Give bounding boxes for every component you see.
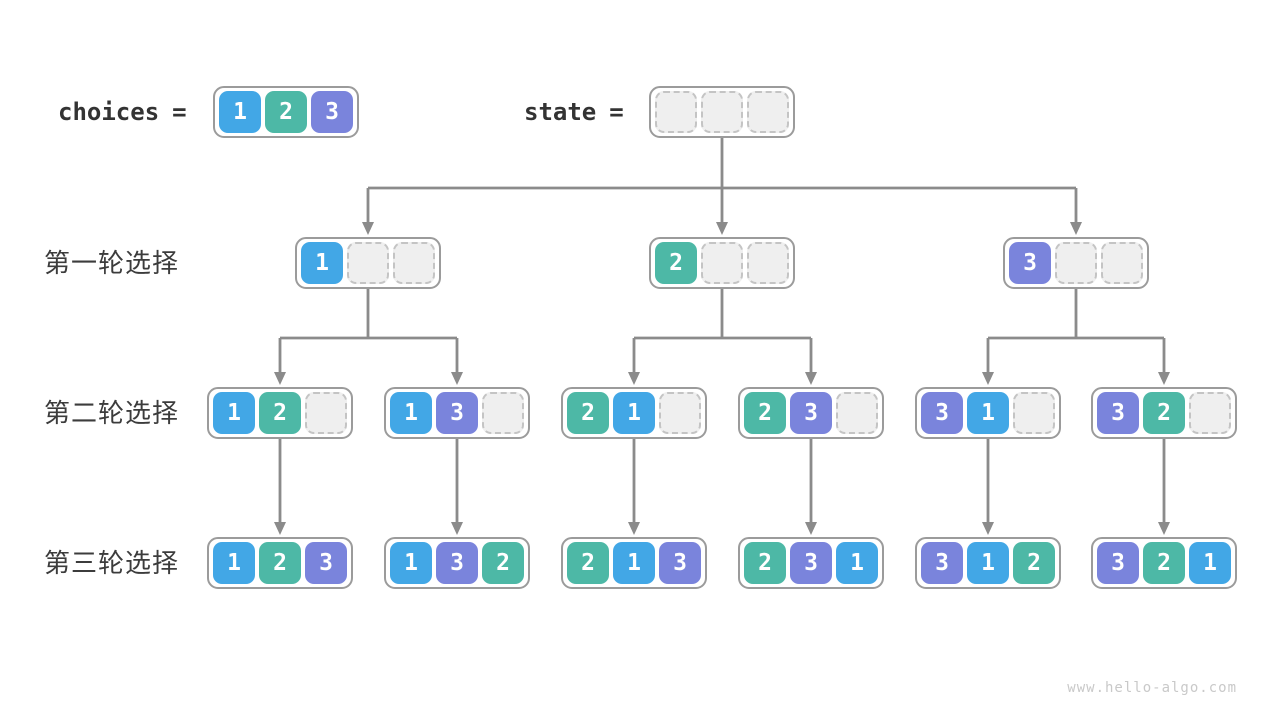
cell-1: 1: [219, 91, 261, 133]
cell-1: 1: [613, 392, 655, 434]
cell-3: 3: [790, 542, 832, 584]
empty-cell: [1055, 242, 1097, 284]
empty-cell: [655, 91, 697, 133]
row-label-round-3: 第三轮选择: [44, 548, 180, 578]
state-label: state =: [524, 96, 624, 128]
state-box: [649, 86, 795, 138]
row-label-round-1: 第一轮选择: [44, 248, 180, 278]
empty-cell: [659, 392, 701, 434]
arrowhead-icon: [274, 372, 286, 385]
empty-cell: [347, 242, 389, 284]
cell-3: 3: [436, 392, 478, 434]
cell-2: 2: [1143, 542, 1185, 584]
cell-3: 3: [1097, 392, 1139, 434]
arrowhead-icon: [982, 372, 994, 385]
empty-cell: [701, 242, 743, 284]
cell-2: 2: [567, 542, 609, 584]
cell-2: 2: [1143, 392, 1185, 434]
cell-3: 3: [1009, 242, 1051, 284]
cell-2: 2: [1013, 542, 1055, 584]
cell-1: 1: [613, 542, 655, 584]
cell-2: 2: [265, 91, 307, 133]
cell-2: 2: [482, 542, 524, 584]
cell-3: 3: [790, 392, 832, 434]
cell-1: 1: [301, 242, 343, 284]
cell-1: 1: [967, 542, 1009, 584]
arrowhead-icon: [805, 522, 817, 535]
empty-cell: [1189, 392, 1231, 434]
watermark: www.hello-algo.com: [1067, 680, 1237, 696]
arrowhead-icon: [628, 522, 640, 535]
empty-cell: [747, 242, 789, 284]
arrowhead-icon: [451, 372, 463, 385]
empty-cell: [482, 392, 524, 434]
choices-label-text: choices: [58, 98, 160, 126]
arrowhead-icon: [1158, 522, 1170, 535]
empty-cell: [305, 392, 347, 434]
cell-2: 2: [744, 392, 786, 434]
state-box-round1-1: 1: [295, 237, 441, 289]
empty-cell: [1013, 392, 1055, 434]
cell-1: 1: [390, 392, 432, 434]
cell-3: 3: [1097, 542, 1139, 584]
state-box-round1-3: 3: [1003, 237, 1149, 289]
state-equals-sign: =: [609, 98, 624, 126]
cell-3: 3: [921, 542, 963, 584]
arrowhead-icon: [1070, 222, 1082, 235]
cell-1: 1: [1189, 542, 1231, 584]
cell-1: 1: [390, 542, 432, 584]
arrowhead-icon: [982, 522, 994, 535]
cell-1: 1: [836, 542, 878, 584]
cell-2: 2: [567, 392, 609, 434]
cell-3: 3: [659, 542, 701, 584]
empty-cell: [1101, 242, 1143, 284]
cell-1: 1: [213, 542, 255, 584]
choices-label: choices =: [58, 96, 187, 128]
arrowhead-icon: [1158, 372, 1170, 385]
empty-cell: [701, 91, 743, 133]
cell-1: 1: [967, 392, 1009, 434]
choices-equals-sign: =: [172, 98, 187, 126]
arrowhead-icon: [628, 372, 640, 385]
cell-3: 3: [311, 91, 353, 133]
cell-3: 3: [436, 542, 478, 584]
row-label-round-2: 第二轮选择: [44, 398, 180, 428]
empty-cell: [393, 242, 435, 284]
arrowhead-icon: [805, 372, 817, 385]
cell-2: 2: [655, 242, 697, 284]
arrowhead-icon: [716, 222, 728, 235]
cell-2: 2: [744, 542, 786, 584]
empty-cell: [747, 91, 789, 133]
arrowhead-icon: [362, 222, 374, 235]
empty-cell: [836, 392, 878, 434]
arrowhead-icon: [451, 522, 463, 535]
cell-3: 3: [921, 392, 963, 434]
cell-1: 1: [213, 392, 255, 434]
cell-3: 3: [305, 542, 347, 584]
state-box-round1-2: 2: [649, 237, 795, 289]
arrowhead-icon: [274, 522, 286, 535]
cell-2: 2: [259, 542, 301, 584]
cell-2: 2: [259, 392, 301, 434]
state-label-text: state: [524, 98, 597, 126]
